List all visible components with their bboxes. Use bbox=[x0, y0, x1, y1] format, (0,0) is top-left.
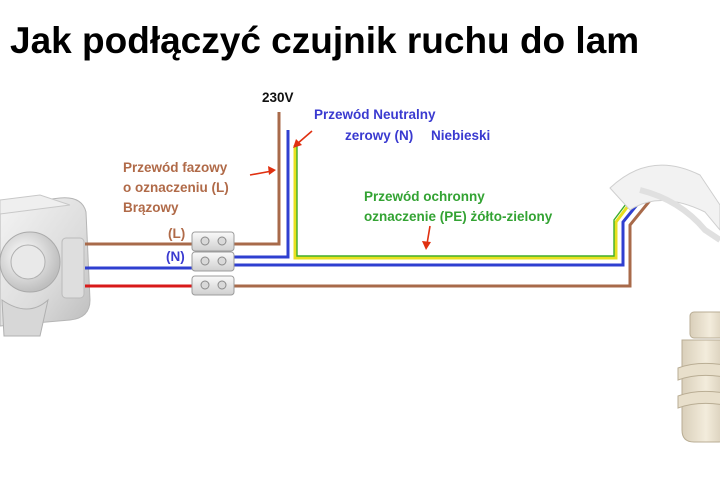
label-phase-1: Przewód fazowy bbox=[123, 160, 228, 175]
wire-protective-green bbox=[296, 145, 639, 257]
arrow-phase-head bbox=[268, 166, 276, 175]
motion-sensor-device bbox=[0, 194, 91, 337]
label-terminal-l: (L) bbox=[168, 226, 185, 241]
wire-neutral-lamp bbox=[232, 194, 647, 267]
wires bbox=[85, 112, 654, 288]
page-title: Jak podłączyć czujnik ruchu do lam bbox=[10, 20, 639, 61]
terminal-block bbox=[191, 231, 235, 296]
arrow-phase bbox=[249, 170, 273, 176]
wire-neutral-supply bbox=[232, 130, 290, 259]
wire-phase-supply bbox=[232, 112, 281, 246]
label-terminal-n: (N) bbox=[166, 249, 185, 264]
label-protective-1: Przewód ochronny bbox=[364, 189, 485, 204]
label-neutral-2: zerowy (N) bbox=[345, 128, 413, 143]
wire-protective-yellow bbox=[293, 145, 642, 260]
label-neutral-1: Przewód Neutralny bbox=[314, 107, 436, 122]
arrow-protective bbox=[426, 225, 431, 245]
arrow-neutral bbox=[296, 130, 313, 145]
label-neutral-3: Niebieski bbox=[431, 128, 490, 143]
label-protective-2: oznaczenie (PE) żółto-zielony bbox=[364, 209, 553, 224]
label-phase-2: o oznaczeniu (L) bbox=[123, 180, 229, 195]
wire-phase-lamp bbox=[232, 197, 654, 288]
lamp-holder-socket bbox=[609, 164, 720, 443]
arrow-neutral-head bbox=[293, 139, 302, 148]
annotation-arrows bbox=[249, 130, 431, 250]
label-phase-3: Brązowy bbox=[123, 200, 179, 215]
label-voltage: 230V bbox=[262, 90, 294, 105]
arrow-protective-head bbox=[422, 241, 431, 250]
